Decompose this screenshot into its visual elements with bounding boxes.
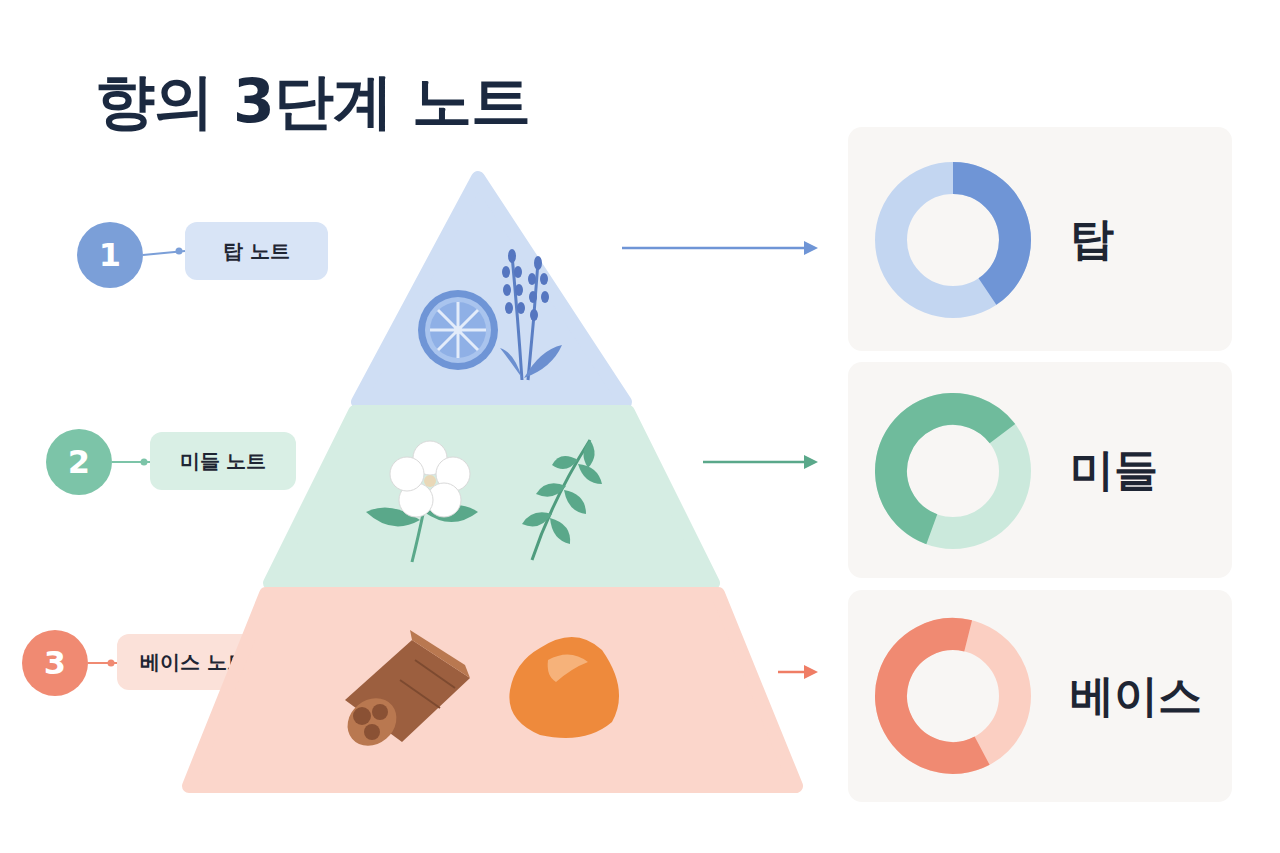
amber-icon bbox=[509, 637, 619, 738]
label-text: 탑 노트 bbox=[223, 238, 290, 265]
pyramid-base-band bbox=[189, 594, 796, 786]
label-text: 미들 bbox=[1070, 441, 1158, 500]
leaf-icon bbox=[522, 440, 602, 560]
donut-chart bbox=[869, 178, 1037, 780]
leader-connector bbox=[88, 660, 117, 667]
label-text: 탑 bbox=[1070, 210, 1114, 269]
callout-number: 1 bbox=[77, 222, 143, 288]
wood-icon bbox=[338, 630, 470, 756]
flower-icon bbox=[366, 441, 478, 562]
callout-digit: 2 bbox=[68, 443, 90, 481]
leader-connector bbox=[143, 248, 185, 256]
callout-number: 2 bbox=[46, 429, 112, 495]
citrus-icon bbox=[418, 290, 498, 370]
leader-connector bbox=[112, 459, 150, 466]
label-text: 미들 노트 bbox=[180, 448, 267, 475]
label-text: 베이스 노트 bbox=[140, 649, 247, 676]
label-text: 베이스 bbox=[1070, 667, 1202, 726]
note-panel: 미들 bbox=[848, 362, 1232, 578]
lavender-icon bbox=[500, 249, 562, 380]
callout-digit: 3 bbox=[44, 644, 66, 682]
note-label: 베이스 노트 bbox=[117, 634, 270, 690]
note-label: 탑 노트 bbox=[185, 222, 328, 280]
callout-digit: 1 bbox=[99, 236, 121, 274]
pyramid-middle-band bbox=[270, 412, 713, 583]
pyramid-top-band bbox=[358, 178, 625, 402]
band-arrow bbox=[622, 241, 818, 679]
note-panel: 베이스 bbox=[848, 590, 1232, 802]
callout-number: 3 bbox=[22, 630, 88, 696]
diagram-title: 향의 3단계 노트 bbox=[95, 62, 530, 143]
note-label: 미들 노트 bbox=[150, 432, 296, 490]
note-panel: 탑 bbox=[848, 127, 1232, 351]
